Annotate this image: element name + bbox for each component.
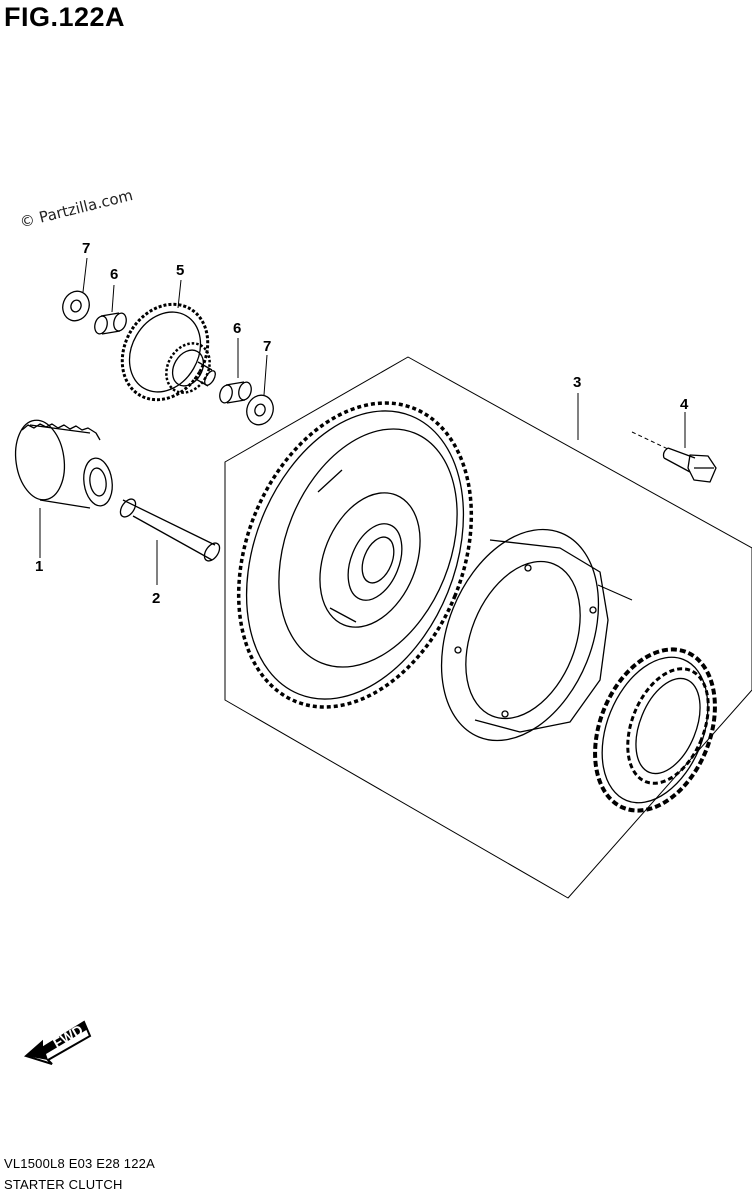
callout-6-right: 6 <box>233 320 242 337</box>
one-way-clutch <box>593 647 717 813</box>
clutch-housing-ring <box>440 528 609 742</box>
drive-gear-sleeve <box>14 419 113 509</box>
forward-direction-badge: FWD <box>22 1012 94 1073</box>
washer-right <box>246 394 274 426</box>
footer-code: VL1500L8 E03 E28 122A <box>4 1156 155 1171</box>
idle-shaft <box>119 498 221 562</box>
footer-name: STARTER CLUTCH <box>4 1177 123 1192</box>
bushing-left <box>94 312 127 335</box>
bolt <box>662 447 717 483</box>
idle-gear <box>120 302 216 402</box>
figure-title: FIG.122A <box>4 2 126 32</box>
callout-6-left: 6 <box>110 266 119 283</box>
callout-3: 3 <box>573 374 582 391</box>
callout-7-right: 7 <box>263 338 272 355</box>
callout-4: 4 <box>680 396 689 413</box>
callout-1: 1 <box>35 558 44 575</box>
callout-2: 2 <box>152 590 161 607</box>
callout-7-left: 7 <box>82 240 91 257</box>
assembly-box-outline <box>224 356 752 899</box>
starter-driven-gear <box>236 401 474 709</box>
leader-lines <box>39 257 686 601</box>
callout-5: 5 <box>176 262 185 279</box>
forward-arrow-icon: FWD <box>23 1020 92 1065</box>
washer-left <box>62 290 90 322</box>
bushing-right <box>219 381 252 404</box>
